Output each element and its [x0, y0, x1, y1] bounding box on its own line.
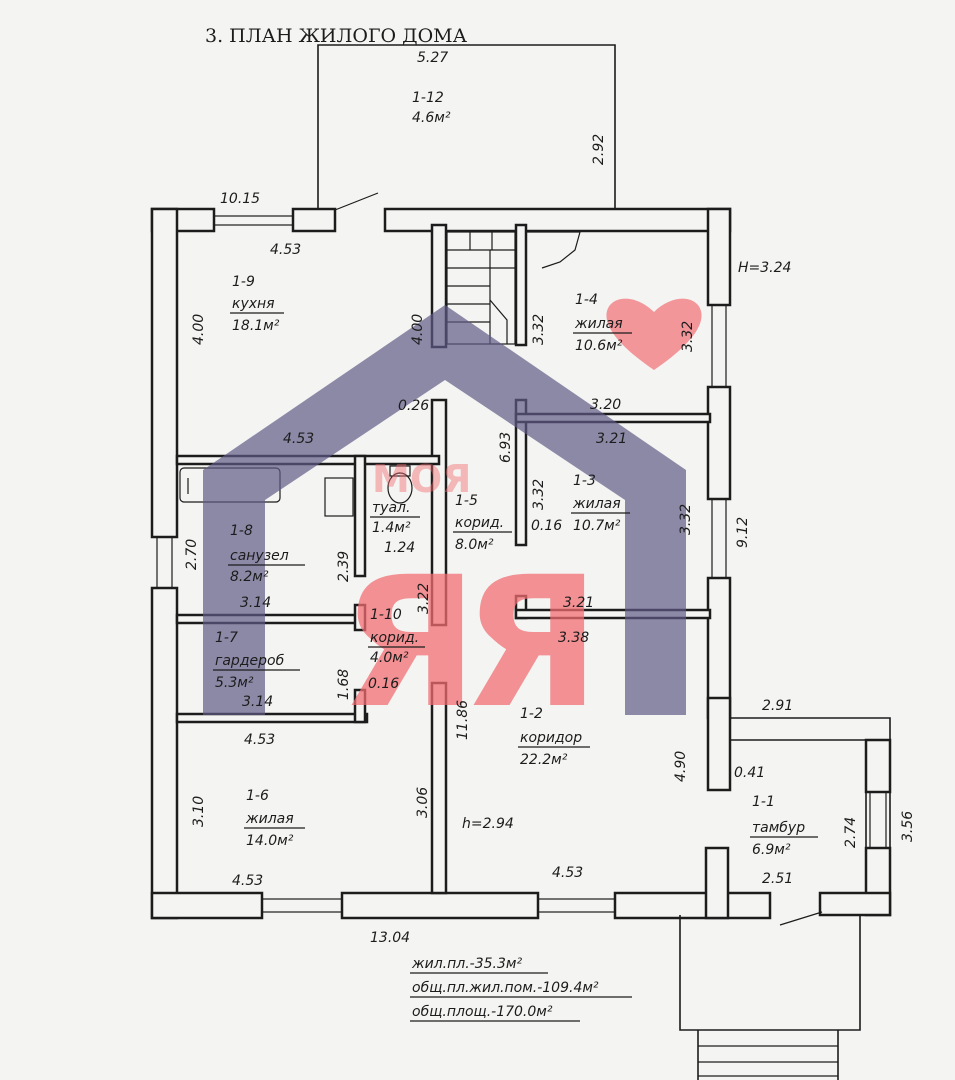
heart-icon	[606, 298, 702, 370]
dim-vest-outer: 3.56	[900, 811, 916, 842]
room-name-toilet: туал.	[372, 500, 410, 516]
summary-living-rooms-area: общ.пл.жил.пом.-109.4м²	[412, 980, 599, 996]
room-labels: 1-12 4.6м² 1-9 кухня 18.1м² 1-4 жилая 10…	[215, 90, 805, 858]
dim-total-w: 13.04	[370, 930, 410, 946]
room-area-1-7: 5.3м²	[215, 675, 254, 691]
dim-corr2-h: 11.86	[455, 700, 471, 740]
dim-r13-w3: 3.21	[563, 595, 594, 611]
dim-hall-bottom: 4.53	[552, 865, 583, 881]
dim-vest-h: 4.90	[673, 751, 689, 782]
summary-living-area: жил.пл.-35.3м²	[411, 956, 522, 972]
room-name-1-3: жилая	[572, 496, 621, 512]
dim-r14-w: 3.32	[531, 314, 547, 345]
room-id-1-9: 1-9	[232, 274, 255, 290]
room-id-1-1: 1-1	[752, 794, 775, 810]
dim-porch-h: 2.92	[591, 134, 607, 165]
dim-total-h: 9.12	[735, 517, 751, 548]
room-id-1-3: 1-3	[573, 473, 596, 489]
dim-r13-h: 3.32	[678, 504, 694, 535]
room-area-1-6: 14.0м²	[246, 833, 294, 849]
dim-corr2-w: 3.38	[558, 630, 589, 646]
room-area-1-3: 10.7м²	[573, 518, 621, 534]
room-name-1-6: жилая	[245, 811, 294, 827]
room-id-1-7: 1-7	[215, 630, 238, 646]
height-main: H=3.24	[738, 260, 791, 276]
room-area-1-5: 8.0м²	[455, 537, 494, 553]
dim-r16-w-bottom: 4.53	[232, 873, 263, 889]
entrance-steps	[679, 915, 861, 1080]
room-id-1-4: 1-4	[575, 292, 598, 308]
dimensions: 5.27 2.92 10.15 4.53 4.00 4.00 4.53 H=3.…	[184, 50, 916, 946]
dim-vest-h2: 2.74	[843, 817, 859, 848]
dim-corr-d: 0.16	[531, 518, 562, 534]
room-id-1-12: 1-12	[412, 90, 444, 106]
room-area-1-12: 4.6м²	[412, 110, 451, 126]
room-name-1-1: тамбур	[752, 820, 805, 836]
dim-kitchen-h-right: 4.00	[410, 314, 426, 345]
dim-wardrobe-w1: 3.14	[242, 694, 273, 710]
porch-outline	[317, 44, 616, 211]
label-underlines	[213, 312, 818, 838]
room-area-1-1: 6.9м²	[752, 842, 791, 858]
room-id-1-10: 1-10	[370, 607, 402, 623]
watermark: МОЯ Я Я	[203, 298, 702, 748]
dim-kitchen-top-total: 10.15	[220, 191, 260, 207]
watermark-bottom: Я	[340, 539, 479, 748]
watermark-bottom-2: Я	[462, 539, 601, 748]
room-name-1-8: санузел	[230, 548, 289, 564]
room-area-1-2: 22.2м²	[520, 752, 568, 768]
room-area-1-4: 10.6м²	[575, 338, 623, 354]
dim-bath-h: 2.70	[184, 539, 200, 570]
dim-vest-d: 0.41	[734, 765, 765, 781]
height-corridor: h=2.94	[462, 816, 514, 832]
dim-kitchen-h-left: 4.00	[191, 314, 207, 345]
room-id-1-8: 1-8	[230, 523, 253, 539]
dim-corr-h: 6.93	[498, 432, 514, 463]
room-id-1-5: 1-5	[455, 493, 478, 509]
dim-r13-w2: 3.21	[596, 431, 627, 447]
room-id-1-6: 1-6	[246, 788, 269, 804]
room-area-toilet: 1.4м²	[372, 520, 411, 536]
dim-toilet-w: 1.24	[384, 540, 415, 556]
plan-title: 3. ПЛАН ЖИЛОГО ДОМА	[205, 25, 468, 47]
room-area-1-8: 8.2м²	[230, 569, 269, 585]
dim-bath-d: 2.39	[336, 551, 352, 582]
room-area-1-9: 18.1м²	[232, 318, 280, 334]
room-name-1-2: коридор	[520, 730, 582, 746]
dim-corr-w: 0.26	[398, 398, 429, 414]
room-name-1-9: кухня	[232, 296, 275, 312]
dim-porch-w: 5.27	[417, 50, 448, 66]
dim-kitchen-bottom: 4.53	[283, 431, 314, 447]
room-name-1-7: гардероб	[215, 653, 285, 669]
room-name-1-5: корид.	[455, 515, 504, 531]
dim-r16-w-top: 4.53	[244, 732, 275, 748]
dim-corr10-h: 3.22	[416, 583, 432, 614]
dim-corr-w2: 3.32	[531, 479, 547, 510]
summary-total-area: общ.площ.-170.0м²	[412, 1004, 553, 1020]
room-name-1-10: корид.	[370, 630, 419, 646]
dim-r13-w1: 3.20	[590, 397, 621, 413]
room-id-1-2: 1-2	[520, 706, 543, 722]
dim-bath-w: 3.14	[240, 595, 271, 611]
room-name-1-4: жилая	[574, 316, 623, 332]
dim-wardrobe-d: 0.16	[368, 676, 399, 692]
dim-r16-h-left: 3.10	[191, 796, 207, 827]
area-summary: жил.пл.-35.3м² общ.пл.жил.пом.-109.4м² о…	[410, 956, 632, 1022]
watermark-top: МОЯ	[372, 457, 471, 501]
dim-kitchen-w: 4.53	[270, 242, 301, 258]
dim-wardrobe-h: 1.68	[336, 669, 352, 700]
room-area-1-10: 4.0м²	[370, 650, 409, 666]
dim-r14-h: 3.32	[680, 321, 696, 352]
dim-vest-w: 2.51	[762, 871, 793, 887]
dim-r16-h-right: 3.06	[415, 787, 431, 818]
dim-vest-w-top: 2.91	[762, 698, 793, 714]
